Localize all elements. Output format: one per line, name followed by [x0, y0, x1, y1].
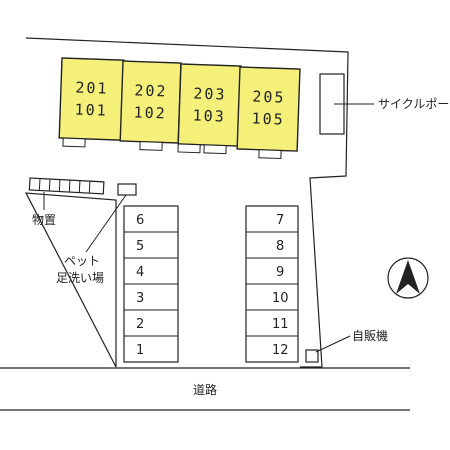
- parking-slot-number: 5: [136, 239, 144, 254]
- lot-boundary: [24, 37, 349, 368]
- road-label: 道路: [193, 382, 217, 397]
- unit-lower-label: 103: [192, 106, 226, 125]
- parking-right: 7 8 9 10 11 12: [245, 205, 299, 363]
- parking-slot-number: 9: [276, 265, 284, 280]
- parking-slot-number: 10: [272, 291, 289, 306]
- pet-wash-label-line2: 足洗い場: [56, 271, 104, 285]
- parking-slot-number: 11: [272, 317, 289, 332]
- unit-upper-label: 205: [252, 87, 286, 106]
- parking-slot-number: 6: [136, 213, 144, 228]
- storage-label: 物置: [32, 213, 56, 227]
- building-unit: 201 101: [58, 57, 125, 148]
- unit-upper-label: 202: [134, 81, 168, 100]
- building-unit: 203 103: [177, 63, 242, 155]
- storage-shed: [28, 177, 105, 195]
- unit-upper-label: 201: [75, 78, 109, 97]
- unit-lower-label: 105: [251, 109, 285, 128]
- north-arrow-icon: [387, 257, 429, 299]
- parking-left: 6 5 4 3 2 1: [123, 205, 179, 363]
- parking-slot-number: 7: [276, 213, 284, 228]
- bicycle-port-label: サイクルポート: [378, 97, 450, 111]
- pet-wash-area: [117, 183, 137, 196]
- parking-slot-number: 2: [136, 317, 144, 332]
- parking-slot-number: 1: [136, 343, 144, 358]
- building-unit: 205 105: [236, 66, 301, 159]
- vending-machine: [305, 349, 319, 363]
- unit-lower-label: 102: [133, 103, 167, 122]
- parking-slot-number: 3: [136, 291, 144, 306]
- pet-wash-label-line1: ペット: [64, 254, 100, 268]
- vending-label: 自販機: [352, 328, 388, 343]
- parking-slot-number: 8: [276, 239, 284, 254]
- parking-slot-number: 12: [272, 343, 289, 358]
- unit-lower-label: 101: [74, 100, 108, 119]
- parking-slot-number: 4: [136, 265, 144, 280]
- building-unit: 202 102: [119, 60, 182, 151]
- apartment-buildings: 201 101 202 102 203 103 205 105: [58, 57, 301, 159]
- unit-upper-label: 203: [193, 84, 227, 103]
